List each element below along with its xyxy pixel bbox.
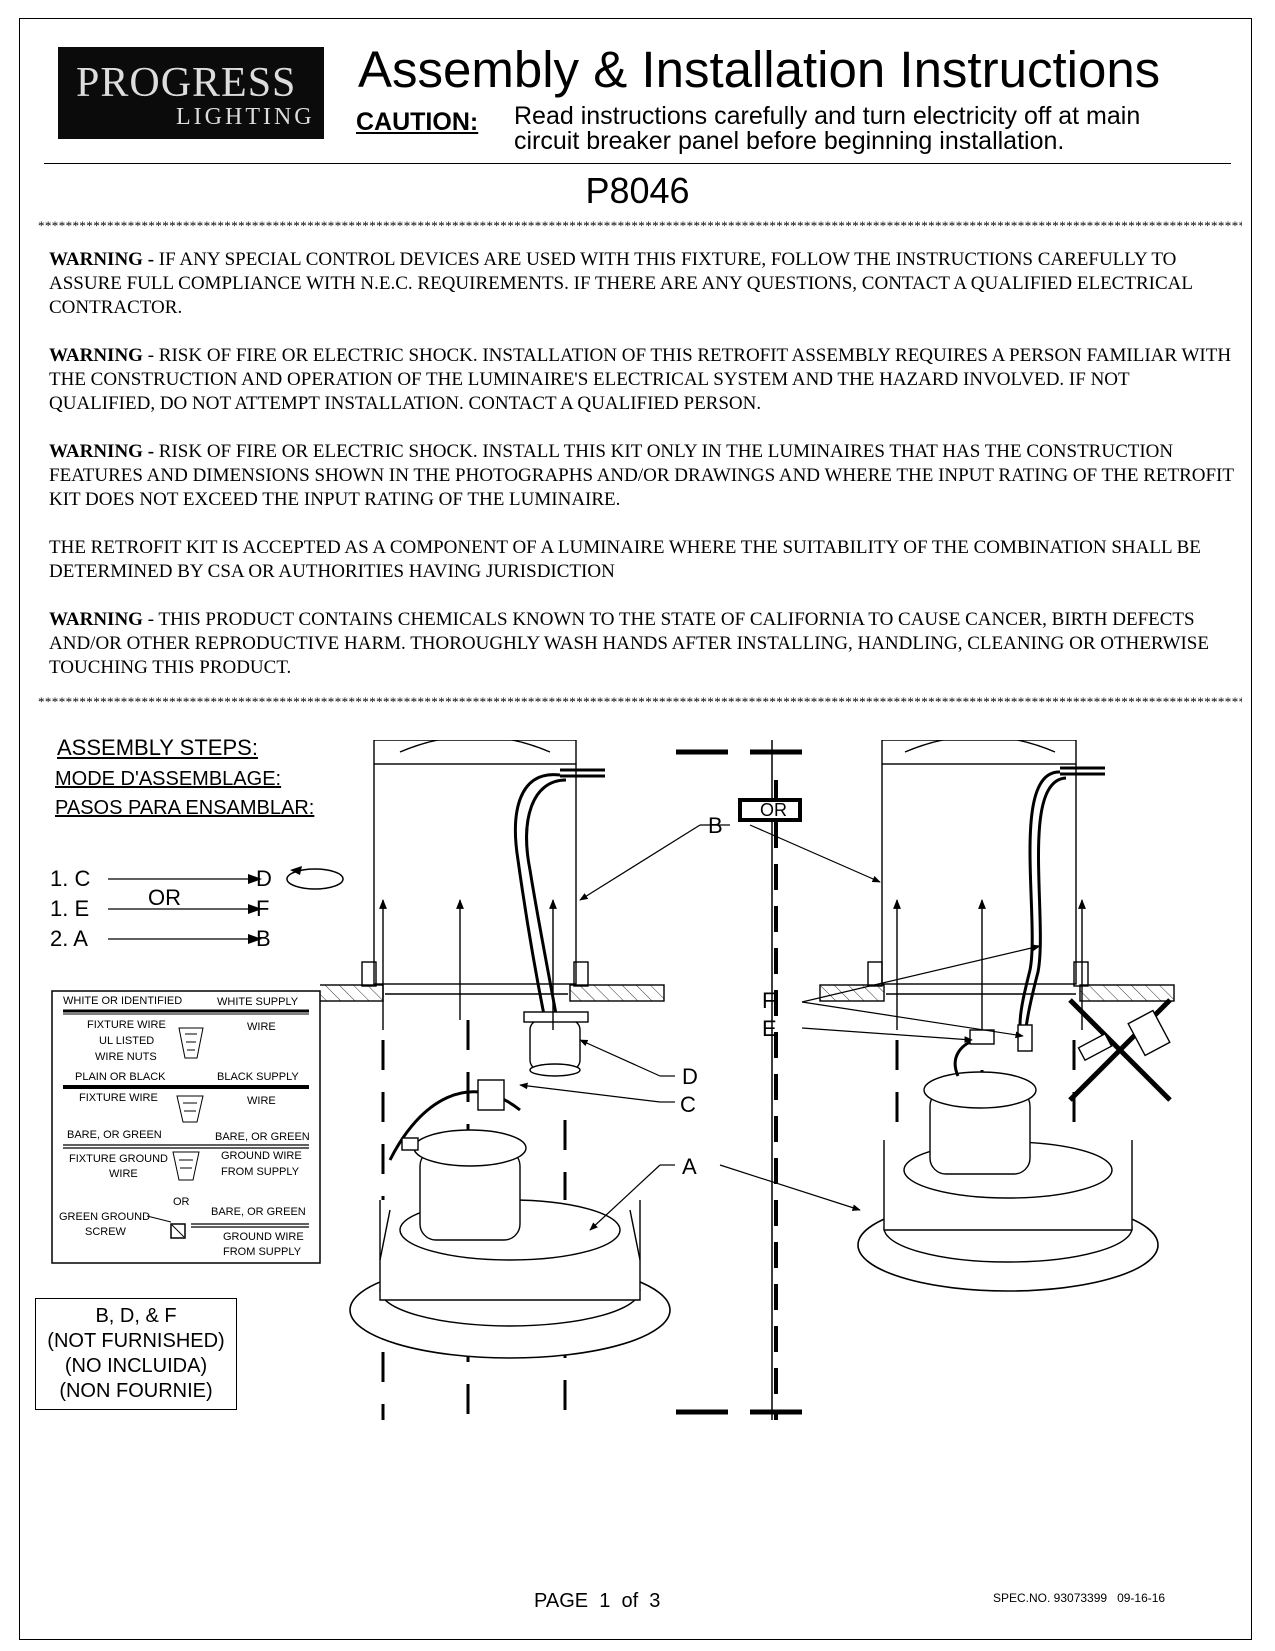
acceptance-text: THE RETROFIT KIT IS ACCEPTED AS A COMPON… — [49, 537, 1201, 582]
step-2a: 2. A — [50, 926, 88, 951]
warning-paragraph-4: WARNING - THIS PRODUCT CONTAINS CHEMICAL… — [49, 608, 1239, 680]
step-1e-target: F — [256, 896, 269, 921]
wiring-ground-wire-2: GROUND WIRE — [223, 1231, 304, 1243]
wiring-fixture-wire: FIXTURE WIRE — [87, 1019, 166, 1031]
not-furnished-line1: B, D, & F — [95, 1305, 177, 1327]
step-or: OR — [148, 885, 181, 910]
wiring-bare-right: BARE, OR GREEN — [215, 1131, 310, 1143]
wiring-ul-listed: UL LISTED — [99, 1035, 154, 1047]
right-recessed-housing — [819, 740, 1175, 1292]
assembly-heading-en: ASSEMBLY STEPS: — [57, 735, 258, 760]
page-number: PAGE 1 of 3 — [534, 1590, 661, 1612]
wiring-wire-3: WIRE — [109, 1168, 138, 1180]
wiring-black-right: BLACK SUPPLY — [217, 1071, 299, 1083]
spec-number: SPEC.NO. 93073399 09-16-16 — [993, 1591, 1166, 1605]
label-a: A — [682, 1154, 697, 1179]
wiring-from-supply-2: FROM SUPPLY — [223, 1246, 302, 1258]
wiring-diagram: WHITE OR IDENTIFIED WHITE SUPPLY FIXTURE… — [51, 990, 321, 1264]
caution-line2: circuit breaker panel before beginning i… — [514, 127, 1065, 155]
left-recessed-housing — [320, 740, 671, 1420]
warning-text: IF ANY SPECIAL CONTROL DEVICES ARE USED … — [49, 249, 1193, 318]
assembly-heading-es: PASOS PARA ENSAMBLAR: — [55, 797, 315, 819]
warning-paragraph-2: WARNING - RISK OF FIRE OR ELECTRIC SHOCK… — [49, 344, 1239, 416]
wiring-green-ground: GREEN GROUND — [59, 1211, 150, 1223]
step-list: 1. C D 1. E F OR 2. A B — [50, 866, 344, 951]
page-title: Assembly & Installation Instructions — [358, 41, 1161, 98]
header-divider — [44, 163, 1231, 164]
not-furnished-line3: (NO INCLUIDA) — [64, 1355, 208, 1377]
callouts — [519, 824, 1041, 1231]
not-used-connector — [1068, 998, 1172, 1102]
wiring-black-left: PLAIN OR BLACK — [75, 1071, 166, 1083]
warning-label: WARNING — [49, 345, 143, 366]
wiring-or: OR — [173, 1196, 190, 1208]
warning-label: WARNING - — [49, 441, 155, 462]
assembly-heading-fr: MODE D'ASSEMBLAGE: — [55, 768, 282, 790]
wiring-fixture-ground: FIXTURE GROUND — [69, 1153, 168, 1165]
star-divider-bottom: ****************************************… — [38, 694, 1242, 709]
logo-line2: LIGHTING — [176, 104, 315, 130]
wiring-from-supply: FROM SUPPLY — [221, 1166, 300, 1178]
warning-paragraph-3: WARNING - RISK OF FIRE OR ELECTRIC SHOCK… — [49, 440, 1239, 512]
wiring-bare-left: BARE, OR GREEN — [67, 1129, 162, 1141]
wiring-wire-2: WIRE — [247, 1095, 276, 1107]
or-box-label: OR — [760, 800, 787, 820]
label-d: D — [682, 1064, 698, 1089]
logo-line1: PROGRESS — [76, 60, 297, 106]
or-box — [738, 798, 802, 822]
wiring-ground-wire: GROUND WIRE — [221, 1150, 302, 1162]
warning-label: WARNING — [49, 609, 143, 630]
not-furnished-box: B, D, & F (NOT FURNISHED) (NO INCLUIDA) … — [35, 1298, 237, 1410]
warning-text: RISK OF FIRE OR ELECTRIC SHOCK. INSTALL … — [49, 441, 1234, 510]
warning-text: - THIS PRODUCT CONTAINS CHEMICALS KNOWN … — [49, 609, 1209, 678]
warning-paragraph-1: WARNING - IF ANY SPECIAL CONTROL DEVICES… — [49, 248, 1239, 320]
step-2a-target: B — [256, 926, 271, 951]
wiring-white-right: WHITE SUPPLY — [217, 996, 299, 1008]
model-number: P8046 — [585, 170, 690, 211]
wiring-fixture-wire-2: FIXTURE WIRE — [79, 1092, 158, 1104]
step-1e: 1. E — [50, 896, 89, 921]
wiring-wire-nuts: WIRE NUTS — [95, 1051, 157, 1063]
star-divider-top: ****************************************… — [38, 218, 1242, 233]
caution-text: Read instructions carefully and turn ele… — [514, 104, 1140, 154]
label-e: E — [762, 1016, 777, 1041]
not-furnished-line2: (NOT FURNISHED) — [47, 1330, 225, 1352]
label-b: B — [708, 813, 723, 838]
wiring-bare-right-2: BARE, OR GREEN — [211, 1206, 306, 1218]
progress-lighting-logo: PROGRESS LIGHTING — [58, 47, 324, 139]
wiring-white-left: WHITE OR IDENTIFIED — [63, 995, 182, 1007]
warning-text: - RISK OF FIRE OR ELECTRIC SHOCK. INSTAL… — [49, 345, 1232, 414]
center-divider: OR — [676, 740, 820, 1420]
label-f: F — [762, 988, 775, 1013]
caution-line1: Read instructions carefully and turn ele… — [514, 102, 1141, 130]
not-furnished-line4: (NON FOURNIE) — [59, 1380, 213, 1402]
warning-label: WARNING - — [49, 249, 155, 270]
page-frame — [19, 18, 1252, 1640]
caution-label: CAUTION: — [356, 108, 479, 136]
wiring-wire: WIRE — [247, 1021, 276, 1033]
wiring-screw: SCREW — [85, 1226, 127, 1238]
acceptance-paragraph: THE RETROFIT KIT IS ACCEPTED AS A COMPON… — [49, 536, 1239, 584]
rotate-icon — [286, 868, 344, 890]
step-1c-target: D — [256, 866, 272, 891]
step-1c: 1. C — [50, 866, 90, 891]
label-c: C — [680, 1092, 696, 1117]
assembly-illustration: OR — [320, 740, 1175, 1420]
